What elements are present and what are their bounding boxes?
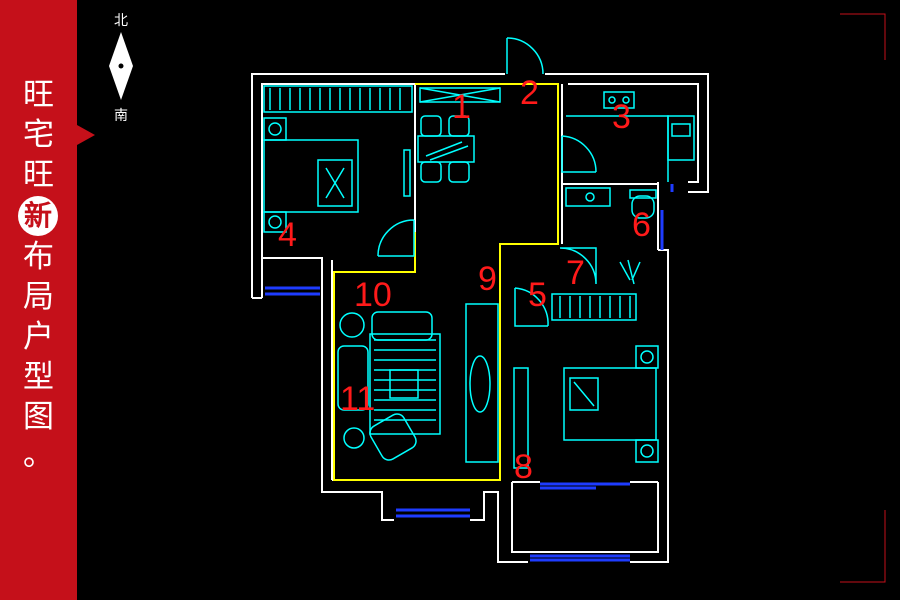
sidebar-char: 型: [23, 359, 54, 395]
room-label-3: 3: [612, 98, 631, 136]
room-label-7: 7: [566, 254, 585, 292]
sidebar-char: 。: [23, 437, 54, 473]
zone-lines: [333, 83, 559, 481]
sidebar-char: 户: [23, 319, 54, 355]
sidebar-char: 布: [23, 239, 54, 275]
sidebar-char: 图: [23, 399, 54, 435]
walls: [251, 73, 709, 563]
room-label-5: 5: [528, 276, 547, 314]
room-label-4: 4: [278, 216, 297, 254]
room-label-11: 11: [340, 380, 375, 418]
sidebar-char: 旺: [23, 157, 54, 193]
compass-south: 南: [114, 108, 128, 124]
room-label-1: 1: [452, 88, 471, 126]
room-label-2: 2: [520, 74, 539, 112]
doors: [377, 37, 597, 327]
sidebar-char: 宅: [23, 117, 54, 153]
title-sidebar: [0, 0, 77, 600]
sidebar-pointer: [77, 125, 95, 145]
compass-north: 北: [114, 13, 128, 29]
room-label-10: 10: [354, 276, 392, 314]
room-labels: 1 2 3 4 5 6 7 8 9 10 11: [278, 74, 651, 486]
room-label-9: 9: [478, 260, 497, 298]
sidebar-char: 旺: [23, 77, 54, 113]
furniture: [263, 85, 695, 469]
sidebar-char: 新: [18, 196, 58, 236]
room-label-8: 8: [514, 448, 533, 486]
corner-frame: [840, 13, 886, 583]
room-label-6: 6: [632, 206, 651, 244]
sidebar-char: 局: [23, 279, 54, 315]
windows: [265, 184, 674, 562]
compass: 北 南: [109, 13, 133, 124]
